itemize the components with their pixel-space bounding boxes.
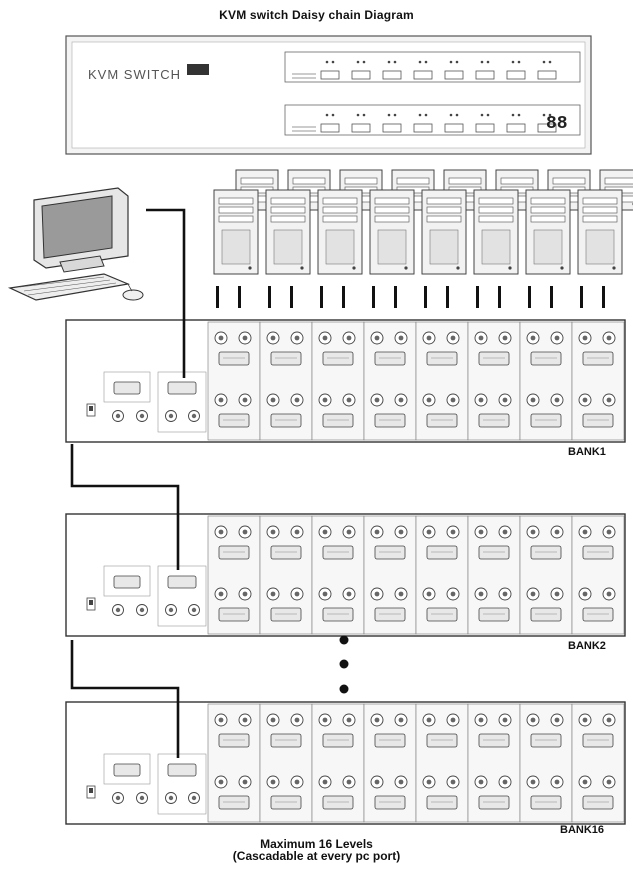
cascade-cable-2 bbox=[70, 640, 180, 758]
ellipsis-dots bbox=[339, 635, 349, 694]
front-panel-brand: KVM SWITCH bbox=[88, 67, 181, 82]
bank16-label: BANK16 bbox=[560, 824, 605, 836]
kvm-front-panel: KVM SWITCH 88 bbox=[65, 35, 592, 155]
console-pc-icon bbox=[7, 187, 144, 301]
cascade-cable-1 bbox=[70, 444, 180, 570]
computer-towers bbox=[213, 169, 633, 275]
kvm-unit-bank2 bbox=[65, 513, 626, 637]
kvm-unit-bank1 bbox=[65, 319, 626, 443]
bank2-label: BANK2 bbox=[568, 640, 606, 652]
pc-cable-stubs bbox=[216, 286, 605, 308]
diagram-title: KVM switch Daisy chain Diagram bbox=[219, 8, 414, 22]
bank1-label: BANK1 bbox=[568, 446, 606, 458]
front-panel-display: 88 bbox=[546, 114, 568, 134]
kvm-unit-bank16 bbox=[65, 701, 626, 825]
footer-line1: Maximum 16 Levels bbox=[260, 837, 373, 851]
daisy-chain-cables bbox=[70, 208, 186, 758]
console-cable bbox=[146, 208, 186, 378]
footer-line2: (Cascadable at every pc port) bbox=[232, 849, 401, 863]
footer-note: Maximum 16 Levels (Cascadable at every p… bbox=[0, 838, 633, 862]
